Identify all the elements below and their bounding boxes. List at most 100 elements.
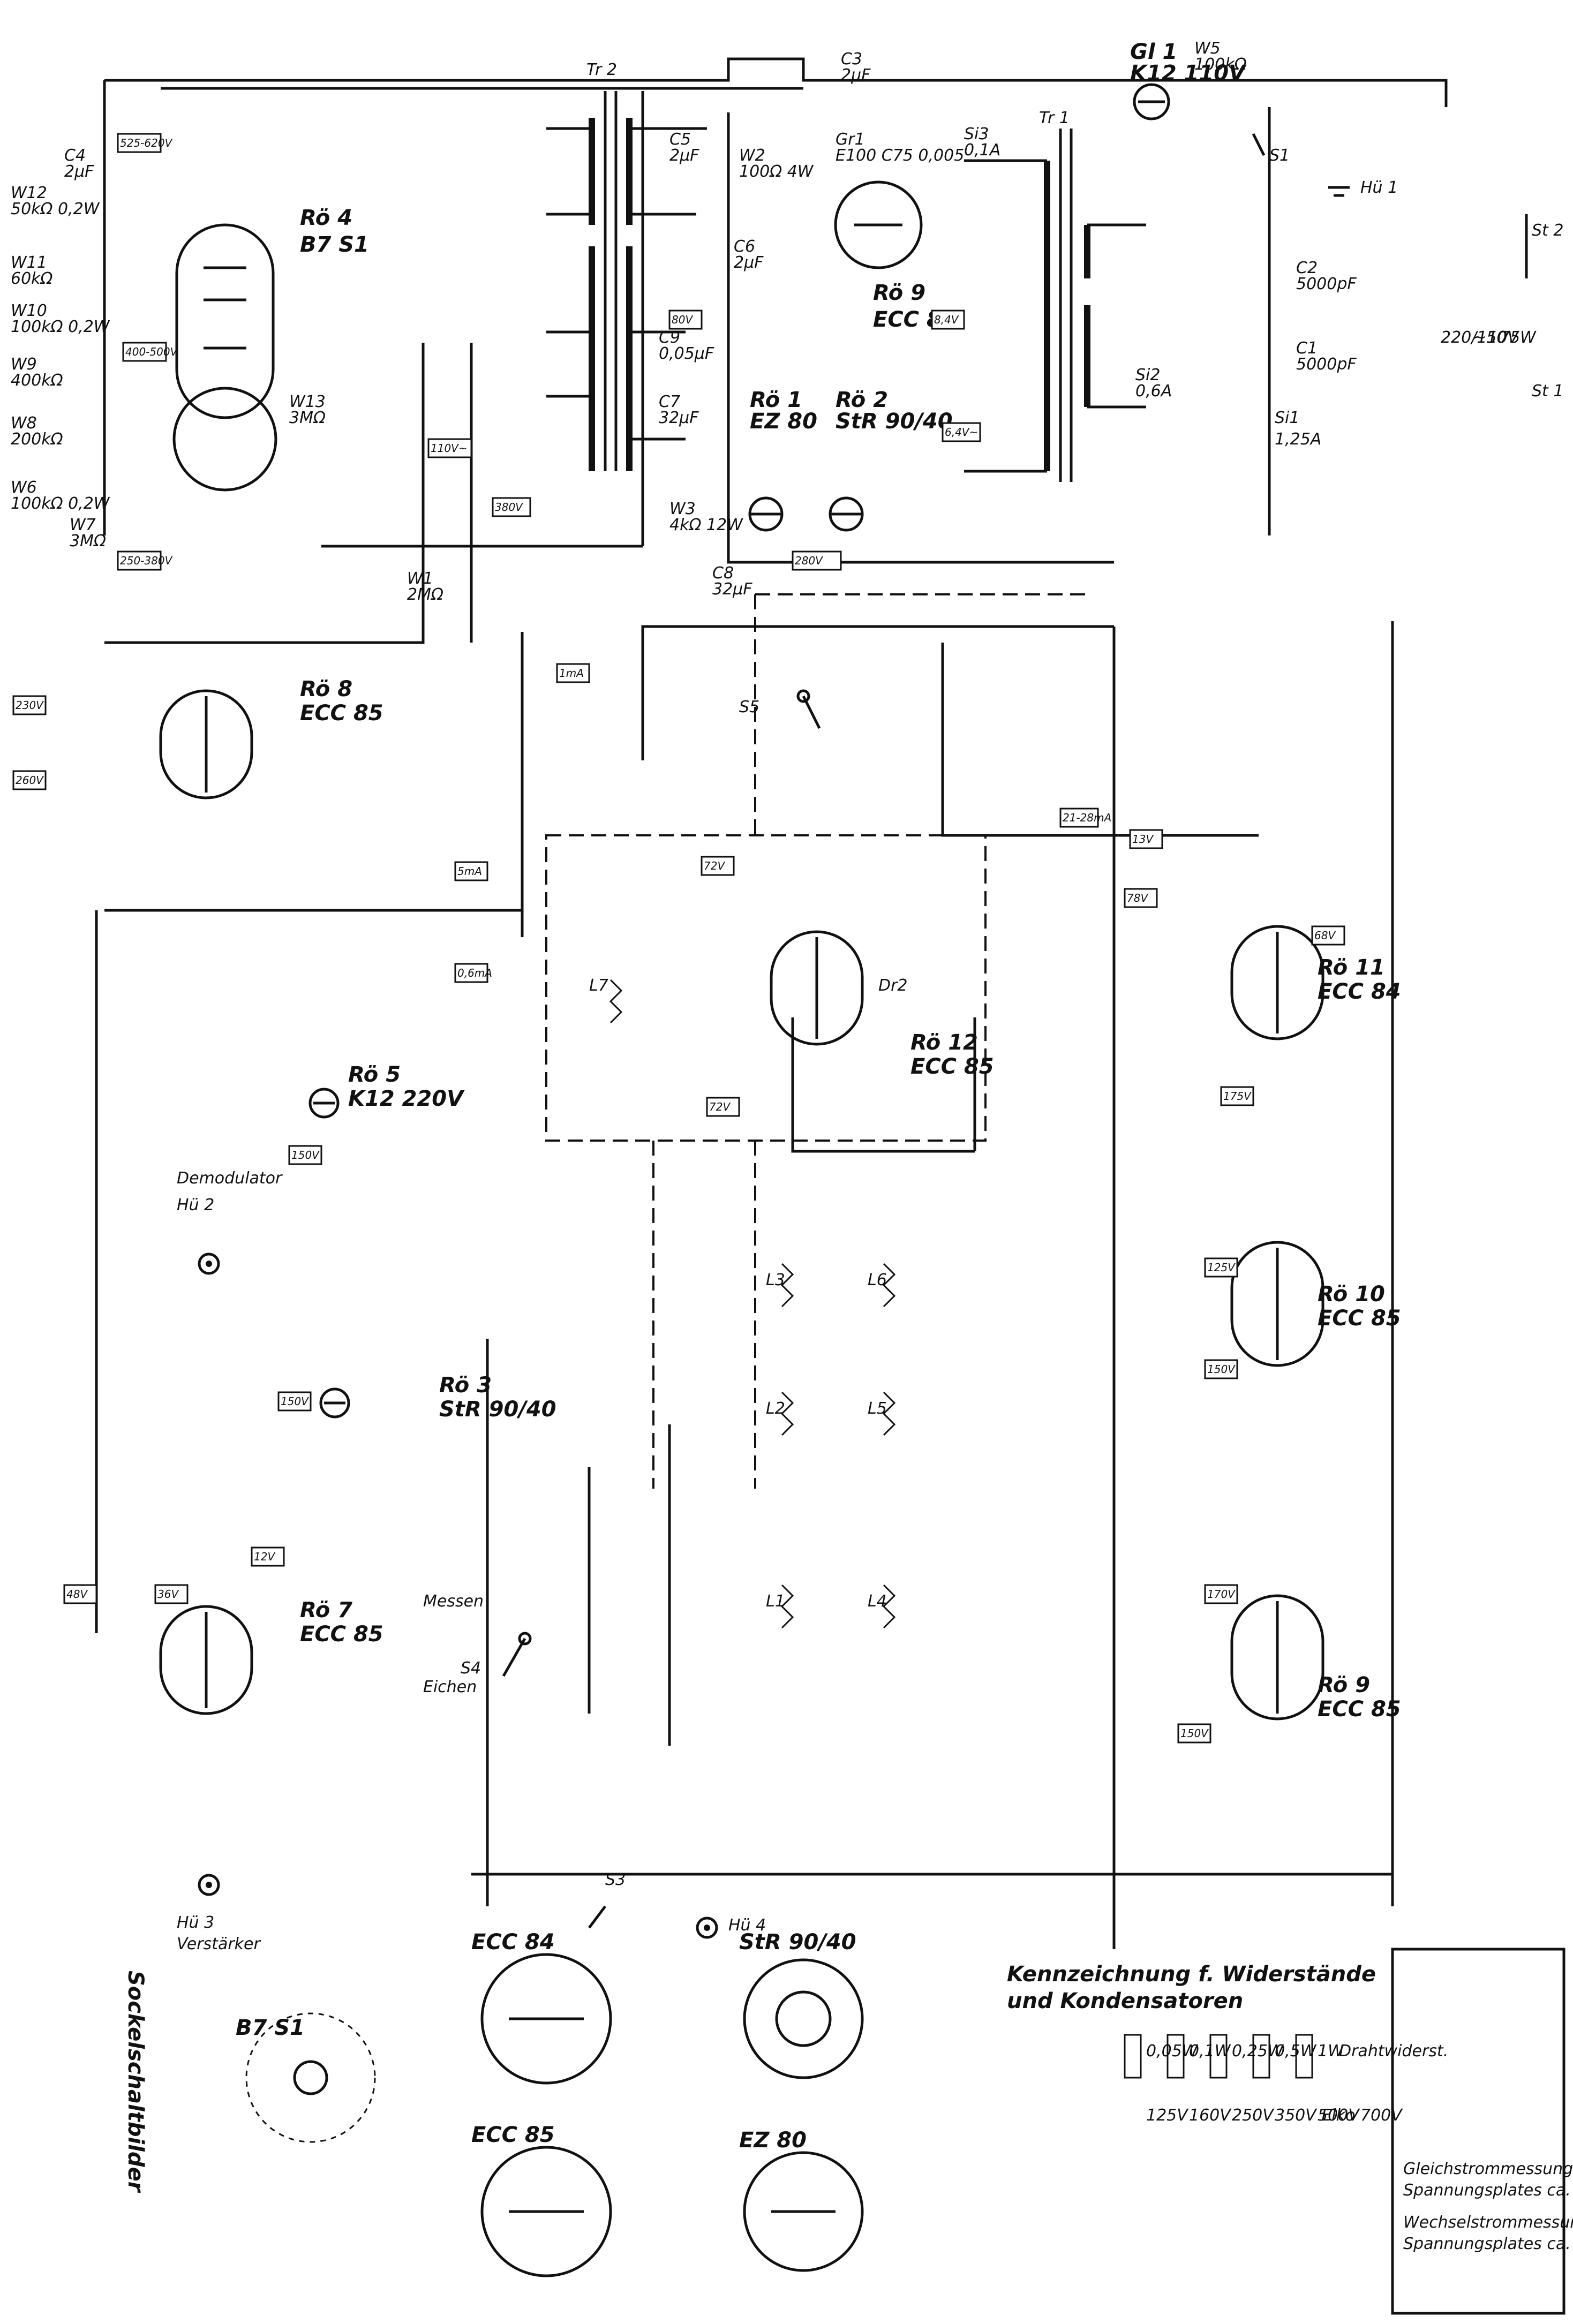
svg-text:50kΩ 0,2W: 50kΩ 0,2W bbox=[11, 200, 100, 218]
svg-text:ECC 85: ECC 85 bbox=[1318, 1697, 1401, 1722]
svg-text:150V: 150V bbox=[1180, 1727, 1209, 1740]
svg-text:W5: W5 bbox=[1194, 39, 1221, 58]
svg-text:K12 110V: K12 110V bbox=[1130, 61, 1247, 86]
svg-text:2μF: 2μF bbox=[64, 162, 94, 181]
svg-text:0,6mA: 0,6mA bbox=[457, 967, 492, 979]
svg-text:St 2: St 2 bbox=[1532, 221, 1563, 240]
svg-text:StR 90/40: StR 90/40 bbox=[836, 409, 953, 434]
svg-text:W2: W2 bbox=[739, 146, 765, 165]
terminal-hu1: Hü 1 bbox=[1328, 178, 1398, 197]
svg-text:3MΩ: 3MΩ bbox=[289, 409, 326, 427]
svg-text:~50: ~50 bbox=[1473, 328, 1507, 347]
svg-text:36V: 36V bbox=[157, 1588, 179, 1601]
svg-text:175V: 175V bbox=[1223, 1090, 1252, 1103]
svg-text:1,25A: 1,25A bbox=[1275, 430, 1321, 449]
svg-text:C4: C4 bbox=[64, 146, 86, 165]
svg-text:21-28mA: 21-28mA bbox=[1063, 811, 1111, 824]
svg-text:0,25W: 0,25W bbox=[1232, 2042, 1284, 2061]
svg-text:2μF: 2μF bbox=[669, 146, 699, 165]
svg-text:W12: W12 bbox=[11, 184, 47, 202]
svg-text:5000pF: 5000pF bbox=[1296, 355, 1357, 374]
svg-text:Wechselstrommessung, Innenwide: Wechselstrommessung, Innenwiderst. d. Sp… bbox=[1403, 2213, 1573, 2232]
svg-text:500V: 500V bbox=[1318, 2106, 1360, 2125]
svg-text:W6: W6 bbox=[11, 478, 37, 497]
svg-text:110V~: 110V~ bbox=[431, 442, 468, 455]
component-labels: W12 50kΩ 0,2W W11 60kΩ W10 100kΩ 0,2W W9… bbox=[11, 39, 1357, 604]
svg-text:Hü 3: Hü 3 bbox=[177, 1913, 214, 1932]
svg-text:ECC 84: ECC 84 bbox=[471, 1930, 555, 1955]
svg-text:Rö 4: Rö 4 bbox=[300, 206, 352, 230]
svg-text:S1: S1 bbox=[1269, 146, 1290, 165]
svg-text:L6: L6 bbox=[868, 1271, 887, 1289]
tube-ro12: Rö 12 ECC 85 bbox=[770, 930, 994, 1079]
legend-base-title: Sockelschaltbilder bbox=[123, 1971, 148, 2193]
svg-text:W10: W10 bbox=[11, 301, 47, 320]
marking-legend: Kennzeichnung f. Widerstände und Kondens… bbox=[1007, 1962, 1448, 2125]
svg-text:Hü 2: Hü 2 bbox=[177, 1196, 214, 1214]
svg-text:Gr1: Gr1 bbox=[836, 130, 865, 149]
svg-text:StR 90/40: StR 90/40 bbox=[739, 1930, 856, 1955]
svg-text:ECC 85: ECC 85 bbox=[300, 701, 383, 726]
tube-ro9: Rö 9 ECC 85 bbox=[1230, 1594, 1401, 1722]
tr2-label: Tr 2 bbox=[586, 61, 617, 79]
switch-s3: S3 bbox=[588, 1870, 626, 1929]
svg-text:W3: W3 bbox=[669, 500, 696, 518]
svg-text:4kΩ 12W: 4kΩ 12W bbox=[669, 516, 743, 534]
tube-ro11: Rö 11 ECC 84 bbox=[1230, 925, 1401, 1040]
svg-text:Si3: Si3 bbox=[964, 125, 989, 144]
svg-text:0,05W: 0,05W bbox=[1146, 2042, 1199, 2061]
svg-text:St 1: St 1 bbox=[1532, 382, 1563, 401]
svg-text:72V: 72V bbox=[709, 1100, 731, 1113]
svg-text:L3: L3 bbox=[766, 1271, 785, 1289]
svg-text:L2: L2 bbox=[766, 1399, 785, 1418]
svg-text:StR 90/40: StR 90/40 bbox=[439, 1397, 556, 1422]
svg-text:125V: 125V bbox=[1207, 1261, 1236, 1274]
tr1-label: Tr 1 bbox=[1039, 109, 1070, 127]
base-ecc85: ECC 85 bbox=[471, 2123, 612, 2277]
svg-text:68V: 68V bbox=[1314, 929, 1336, 942]
coil-bank: L3 L2 L1 L6 L5 L4 L7 Dr2 bbox=[589, 976, 908, 1629]
terminal-hu3: Hü 3 Verstärker bbox=[177, 1874, 261, 1953]
svg-text:350V Elko: 350V Elko bbox=[1275, 2106, 1355, 2125]
svg-text:3MΩ: 3MΩ bbox=[70, 532, 106, 550]
svg-text:Messen: Messen bbox=[423, 1592, 484, 1611]
svg-text:C6: C6 bbox=[734, 237, 755, 256]
svg-text:8,4V: 8,4V bbox=[934, 313, 959, 326]
svg-text:150V: 150V bbox=[291, 1149, 320, 1161]
svg-text:W1: W1 bbox=[407, 569, 433, 588]
svg-text:150V: 150V bbox=[281, 1395, 309, 1408]
svg-text:5mA: 5mA bbox=[457, 865, 482, 878]
svg-text:C5: C5 bbox=[669, 130, 691, 149]
svg-text:ECC 85: ECC 85 bbox=[300, 1622, 383, 1647]
svg-text:Dr2: Dr2 bbox=[878, 976, 908, 995]
svg-text:Rö 9: Rö 9 bbox=[1318, 1673, 1370, 1697]
svg-text:S3: S3 bbox=[605, 1870, 626, 1889]
svg-text:Gleichstrommessung, Innenwider: Gleichstrommessung, Innenwiderst. d. Spa… bbox=[1403, 2160, 1573, 2178]
base-ecc84: ECC 84 bbox=[471, 1930, 612, 2085]
svg-text:250V: 250V bbox=[1232, 2106, 1275, 2125]
base-b7s1: B7 S1 bbox=[236, 2012, 376, 2143]
tube-ro2: Rö 1 EZ 80 bbox=[748, 388, 817, 532]
svg-text:72V: 72V bbox=[704, 859, 725, 872]
lamp-ro5: Rö 3 StR 90/40 bbox=[319, 1373, 556, 1422]
svg-text:ECC 84: ECC 84 bbox=[1318, 979, 1401, 1004]
svg-text:ECC 85: ECC 85 bbox=[910, 1054, 994, 1079]
svg-text:32μF: 32μF bbox=[712, 580, 752, 599]
switch-s5: S5 bbox=[739, 689, 821, 729]
svg-text:Rö 10: Rö 10 bbox=[1318, 1282, 1385, 1307]
measurement-boxes: 525-620V 400-500V 250-380V 110V~ 380V 28… bbox=[12, 133, 1345, 1744]
svg-text:ECC 85: ECC 85 bbox=[471, 2123, 555, 2147]
svg-text:Rö 9: Rö 9 bbox=[873, 281, 925, 305]
svg-text:W8: W8 bbox=[11, 414, 37, 433]
svg-text:S4: S4 bbox=[461, 1659, 481, 1678]
lamp-gl1: Gl 1 K12 110V bbox=[1130, 40, 1247, 120]
svg-text:C3: C3 bbox=[841, 50, 862, 69]
tube-ro1: Rö 9 ECC 85 bbox=[834, 180, 957, 332]
svg-text:220/110V: 220/110V bbox=[1441, 328, 1520, 347]
svg-text:Hü 1: Hü 1 bbox=[1360, 178, 1398, 197]
svg-text:700V: 700V bbox=[1360, 2106, 1403, 2125]
svg-text:und Kondensatoren: und Kondensatoren bbox=[1007, 1989, 1243, 2013]
svg-text:W9: W9 bbox=[11, 355, 37, 374]
tube-ro7: Rö 7 ECC 85 bbox=[159, 1598, 383, 1715]
